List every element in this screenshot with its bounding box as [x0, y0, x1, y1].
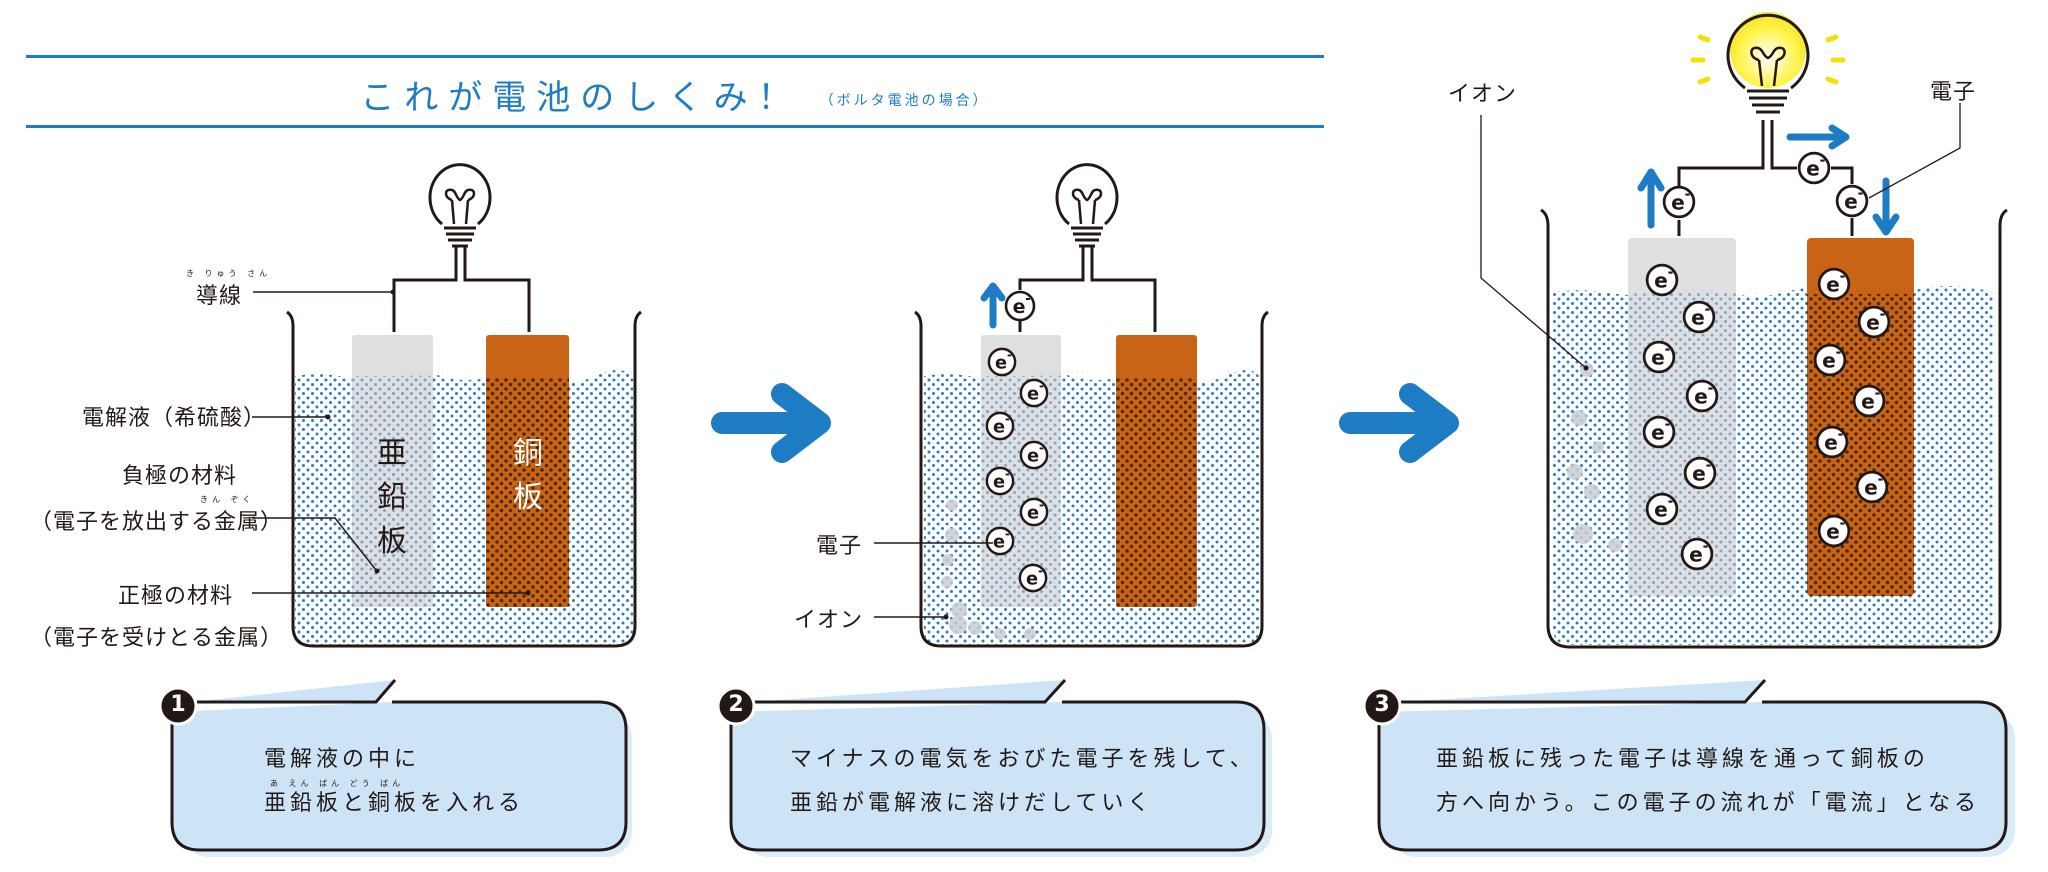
beaker	[1540, 208, 2008, 649]
callout-2-line-2: 亜鉛が電解液に溶けだしていく	[790, 791, 1154, 816]
right-arrow-icon	[1786, 124, 1850, 150]
next-arrow-icon	[711, 383, 831, 463]
electron-icon	[1004, 290, 1036, 322]
title-main: これが電池のしくみ！	[360, 78, 802, 118]
callout-frames	[158, 678, 2015, 857]
next-arrow-icon	[1339, 383, 1459, 463]
electron-label: 電子	[1930, 80, 1977, 105]
electrolyte-liquid	[295, 370, 633, 645]
negative-electrode-title: 負極の材料	[122, 464, 238, 489]
negative-electrode-ruby: きん ぞく	[200, 495, 255, 504]
electron-icon	[1835, 184, 1869, 218]
beaker	[286, 310, 642, 648]
up-arrow-icon	[980, 282, 1006, 329]
bulb-icon	[428, 163, 492, 248]
ion-label: イオン	[794, 608, 864, 633]
wire	[1677, 120, 1854, 236]
negative-electrode-desc: （電子を放出する金属）	[30, 510, 284, 535]
page-title: これが電池のしくみ！ （ボルタ電池の場合）	[0, 70, 1350, 119]
zinc-plate-label: 亜 鉛 板	[377, 436, 407, 559]
callout-2-line-1: マイナスの電気をおびた電子を残して、	[790, 747, 1256, 772]
positive-electrode-desc: （電子を受けとる金属）	[30, 626, 284, 651]
step-badge-2: 2	[728, 692, 744, 717]
title-rule-top	[26, 55, 1324, 58]
step-badge-3: 3	[1374, 692, 1390, 717]
electrolyte-ruby: き りゅう さん	[186, 269, 272, 278]
callout-3-line-1: 亜鉛板に残った電子は導線を通って銅板の	[1436, 747, 1929, 772]
panel-3	[1480, 12, 2008, 649]
callout-3-line-2: 方へ向かう。この電子の流れが「電流」となる	[1436, 791, 1981, 816]
electrolyte-liquid	[924, 370, 1259, 645]
panel-1	[252, 163, 642, 648]
positive-electrode-title: 正極の材料	[118, 584, 234, 609]
copper-plate-label: 銅 板	[513, 436, 543, 515]
wire	[1018, 245, 1157, 332]
title-subtitle: （ボルタ電池の場合）	[819, 92, 990, 109]
electrolyte-liquid	[1553, 286, 1994, 645]
up-arrow-icon	[1637, 168, 1665, 229]
beaker	[914, 310, 1269, 648]
ion-label: イオン	[1448, 82, 1518, 107]
wire-label: 導線	[196, 284, 243, 309]
callout-1-line-2: 亜鉛板と銅板を入れる	[264, 791, 525, 816]
lit-bulb-icon	[1690, 12, 1846, 114]
panel-2	[874, 163, 1269, 648]
title-rule-bottom	[26, 125, 1324, 128]
electrolyte-label-visible: 電解液（希硫酸）	[82, 406, 267, 431]
ions	[941, 499, 1036, 640]
wire	[392, 245, 531, 332]
electron-icon	[1797, 151, 1831, 185]
electron-icon	[1662, 185, 1696, 219]
callout-1-ruby: あ えん ばん どう ばん	[270, 779, 405, 788]
callout-1-line-1: 電解液の中に	[264, 747, 421, 772]
step-badge-1: 1	[170, 692, 186, 717]
bulb-icon	[1055, 163, 1119, 248]
electron-label: 電子	[816, 534, 863, 559]
